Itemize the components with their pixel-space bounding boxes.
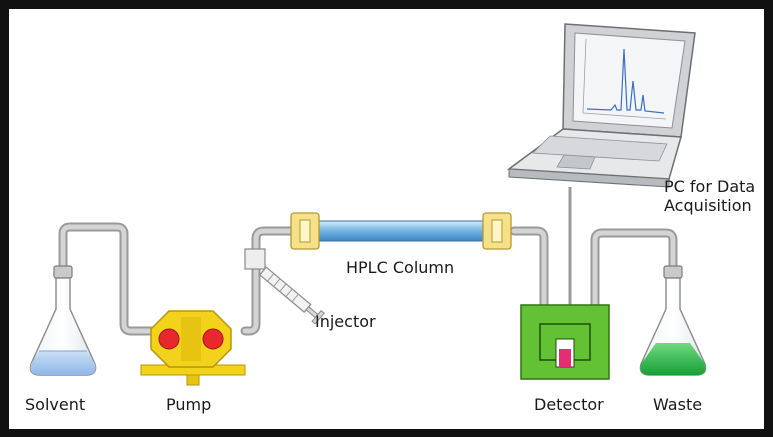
laptop (506, 23, 696, 188)
detector (520, 304, 610, 380)
label-injector: Injector (315, 312, 376, 331)
injector (244, 248, 325, 325)
label-pc-line2: Acquisition (664, 196, 752, 215)
waste-flask (639, 265, 707, 376)
tubing (58, 222, 678, 336)
pump (140, 310, 246, 386)
hplc-column (290, 212, 512, 250)
hplc-diagram: Solvent Pump Injector HPLC Column Detect… (9, 9, 764, 429)
label-waste: Waste (653, 395, 703, 414)
label-solvent: Solvent (25, 395, 86, 414)
label-pc-line1: PC for Data (664, 177, 756, 196)
diagram-graphics (29, 23, 707, 386)
solvent-flask (29, 265, 97, 376)
label-pump: Pump (166, 395, 212, 414)
label-hplc-column: HPLC Column (346, 258, 455, 277)
label-detector: Detector (534, 395, 604, 414)
